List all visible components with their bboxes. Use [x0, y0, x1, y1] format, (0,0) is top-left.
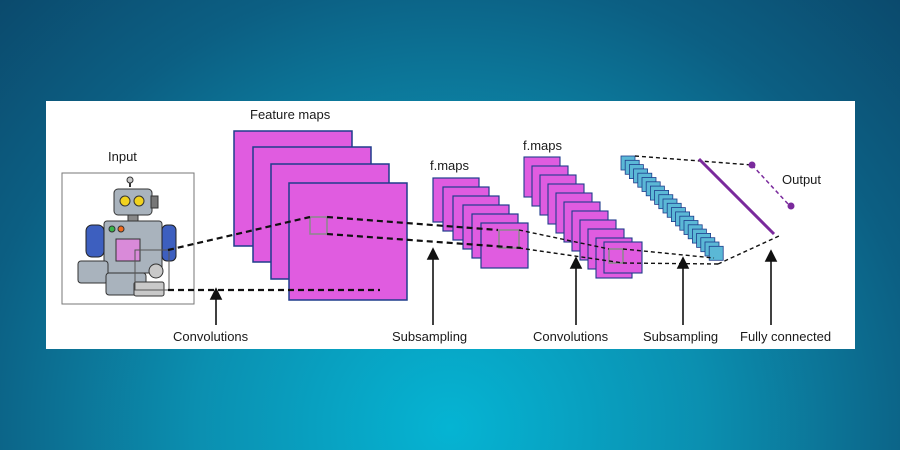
subsampling-cubes: [620, 155, 724, 261]
output-layer: [697, 157, 795, 236]
projection-lines: [167, 215, 522, 292]
label-output: Output: [782, 172, 821, 187]
robot-icon: [77, 176, 177, 297]
output-node: [787, 202, 795, 210]
input-image: [61, 172, 195, 305]
fmaps-stack-2: [523, 156, 643, 279]
label-convolutions-2: Convolutions: [533, 329, 609, 344]
label-convolutions-1: Convolutions: [173, 329, 249, 344]
label-feature-maps: Feature maps: [250, 107, 331, 122]
label-subsampling-1: Subsampling: [392, 329, 467, 344]
diagram-panel: Input Feature maps f.maps f.maps Output …: [46, 101, 855, 349]
label-fmaps-1: f.maps: [430, 158, 470, 173]
label-fully-connected: Fully connected: [740, 329, 831, 344]
feature-maps-stack: [233, 130, 408, 301]
arrows: [209, 247, 778, 325]
fmaps-stack-1: [432, 177, 529, 269]
cnn-diagram: Input Feature maps f.maps f.maps Output …: [61, 107, 831, 344]
label-input: Input: [108, 149, 137, 164]
label-subsampling-2: Subsampling: [643, 329, 718, 344]
subsampling-cube: [708, 245, 724, 261]
label-fmaps-2: f.maps: [523, 138, 563, 153]
output-node: [748, 161, 756, 169]
projection-lines-thin: [518, 155, 780, 265]
